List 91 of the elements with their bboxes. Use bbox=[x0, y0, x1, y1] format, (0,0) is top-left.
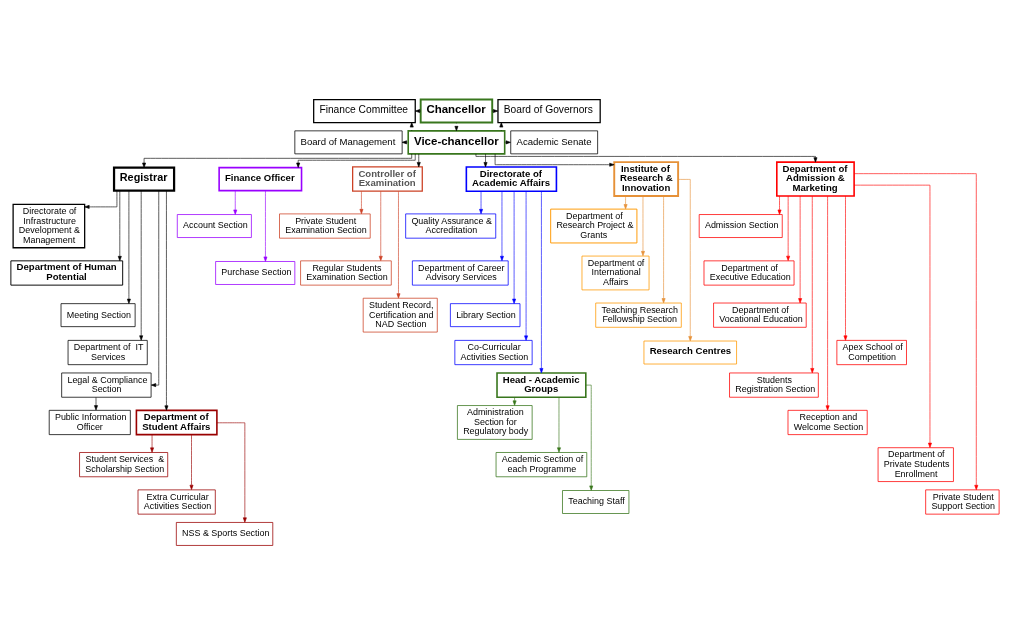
arrow bbox=[853, 184, 932, 448]
arrow bbox=[401, 139, 409, 144]
node-box: Board of Governors bbox=[497, 98, 601, 123]
arrow bbox=[127, 189, 131, 304]
node-box: Co-Curricular Activities Section bbox=[454, 339, 533, 365]
arrow bbox=[396, 190, 401, 298]
arrow bbox=[139, 189, 144, 341]
node-box: NSS & Sports Section bbox=[175, 521, 274, 546]
arrow bbox=[677, 178, 693, 341]
arrow bbox=[843, 195, 848, 341]
node-box: Reception and Welcome Section bbox=[787, 409, 868, 435]
arrow bbox=[798, 195, 803, 303]
node-box: Administration Section for Regulatory body bbox=[457, 404, 533, 440]
arrow bbox=[84, 189, 118, 209]
arrow bbox=[416, 153, 421, 167]
arrow bbox=[263, 189, 268, 262]
arrow bbox=[539, 190, 544, 373]
arrow bbox=[117, 189, 122, 261]
arrow bbox=[500, 190, 504, 261]
arrow bbox=[623, 195, 628, 209]
node-box: Account Section bbox=[176, 213, 252, 238]
arrow bbox=[296, 153, 416, 168]
node-box: Department of Human Potential bbox=[10, 259, 124, 286]
node-box: Board of Management bbox=[294, 129, 403, 154]
node-box: Department of IT Services bbox=[67, 339, 148, 365]
arrow bbox=[150, 189, 160, 387]
node-box: Library Section bbox=[450, 302, 521, 327]
node-box: Finance Officer bbox=[218, 166, 303, 191]
node-box: Controller of Examination bbox=[352, 165, 423, 192]
node-box: Student Record, Certification and NAD Section bbox=[362, 297, 438, 332]
node-box: Regular Students Examination Section bbox=[300, 259, 392, 285]
node-box: Extra Curricular Activities Section bbox=[137, 489, 216, 515]
node-box: Department of Private Students Enrollment bbox=[877, 446, 954, 482]
arrow bbox=[557, 396, 561, 453]
node-box: Students Registration Section bbox=[729, 372, 819, 398]
arrow bbox=[512, 190, 516, 304]
node-box: Registrar bbox=[112, 165, 176, 192]
arrow bbox=[475, 153, 818, 162]
arrow bbox=[454, 121, 459, 131]
node-box: Department of Research Project & Grants bbox=[550, 208, 638, 243]
node-box: Department of Executive Education bbox=[703, 259, 795, 285]
node-box: Department of Career Advisory Services bbox=[412, 259, 509, 285]
node-box: Head - Academic Groups bbox=[496, 371, 587, 398]
arrow bbox=[479, 190, 483, 214]
node-box: Research Centres bbox=[643, 340, 737, 364]
arrow bbox=[491, 108, 499, 113]
node-box: Academic Section of each Programme bbox=[495, 451, 588, 477]
node-box: Quality Assurance & Accreditation bbox=[405, 213, 497, 239]
arrow bbox=[524, 190, 528, 341]
node-box: Finance Committee bbox=[313, 98, 416, 123]
arrow bbox=[512, 396, 517, 406]
arrow bbox=[777, 195, 782, 215]
arrow bbox=[641, 195, 645, 256]
node-box: Private Student Examination Section bbox=[279, 213, 371, 239]
arrow bbox=[189, 433, 194, 490]
arrow bbox=[378, 190, 383, 261]
arrow bbox=[164, 189, 169, 411]
node-box: Legal & Compliance Section bbox=[61, 372, 152, 398]
arrow bbox=[494, 153, 615, 167]
arrow bbox=[499, 121, 504, 131]
node-box: Academic Senate bbox=[510, 129, 598, 154]
arrow bbox=[585, 384, 594, 491]
node-box: Department of Admission & Marketing bbox=[776, 160, 855, 197]
arrow bbox=[853, 172, 979, 490]
arrow bbox=[810, 195, 815, 373]
node-box: Public Information Officer bbox=[48, 409, 131, 435]
node-box: Teaching Staff bbox=[562, 489, 630, 514]
node-box: Department of International Affairs bbox=[581, 255, 650, 290]
node-box: Private Student Support Section bbox=[925, 489, 1000, 515]
node-box: Directorate of Infrastructure Development & Management bbox=[12, 203, 86, 248]
arrow bbox=[409, 121, 414, 131]
node-box: Teaching Research Fellowship Section bbox=[595, 302, 682, 328]
node-box: Admission Section bbox=[698, 213, 783, 238]
arrow bbox=[216, 421, 247, 523]
node-box: Directorate of Academic Affairs bbox=[465, 165, 558, 192]
arrow bbox=[94, 396, 98, 410]
arrow bbox=[142, 153, 413, 168]
node-box: Institute of Research & Innovation bbox=[613, 160, 680, 197]
node-box: Meeting Section bbox=[60, 302, 136, 327]
arrow bbox=[233, 189, 238, 215]
arrow bbox=[483, 153, 488, 167]
node-box: Purchase Section bbox=[215, 260, 296, 285]
node-box: Department of Vocational Education bbox=[713, 302, 807, 328]
arrow bbox=[150, 433, 154, 453]
node-box: Apex School of Competition bbox=[836, 339, 907, 365]
arrow bbox=[359, 190, 364, 214]
arrow bbox=[786, 195, 791, 261]
node-box: Student Services & Scholarship Section bbox=[79, 451, 169, 477]
node-box: Department of Student Affairs bbox=[135, 409, 218, 435]
arrow bbox=[825, 195, 830, 411]
arrow bbox=[661, 195, 666, 303]
